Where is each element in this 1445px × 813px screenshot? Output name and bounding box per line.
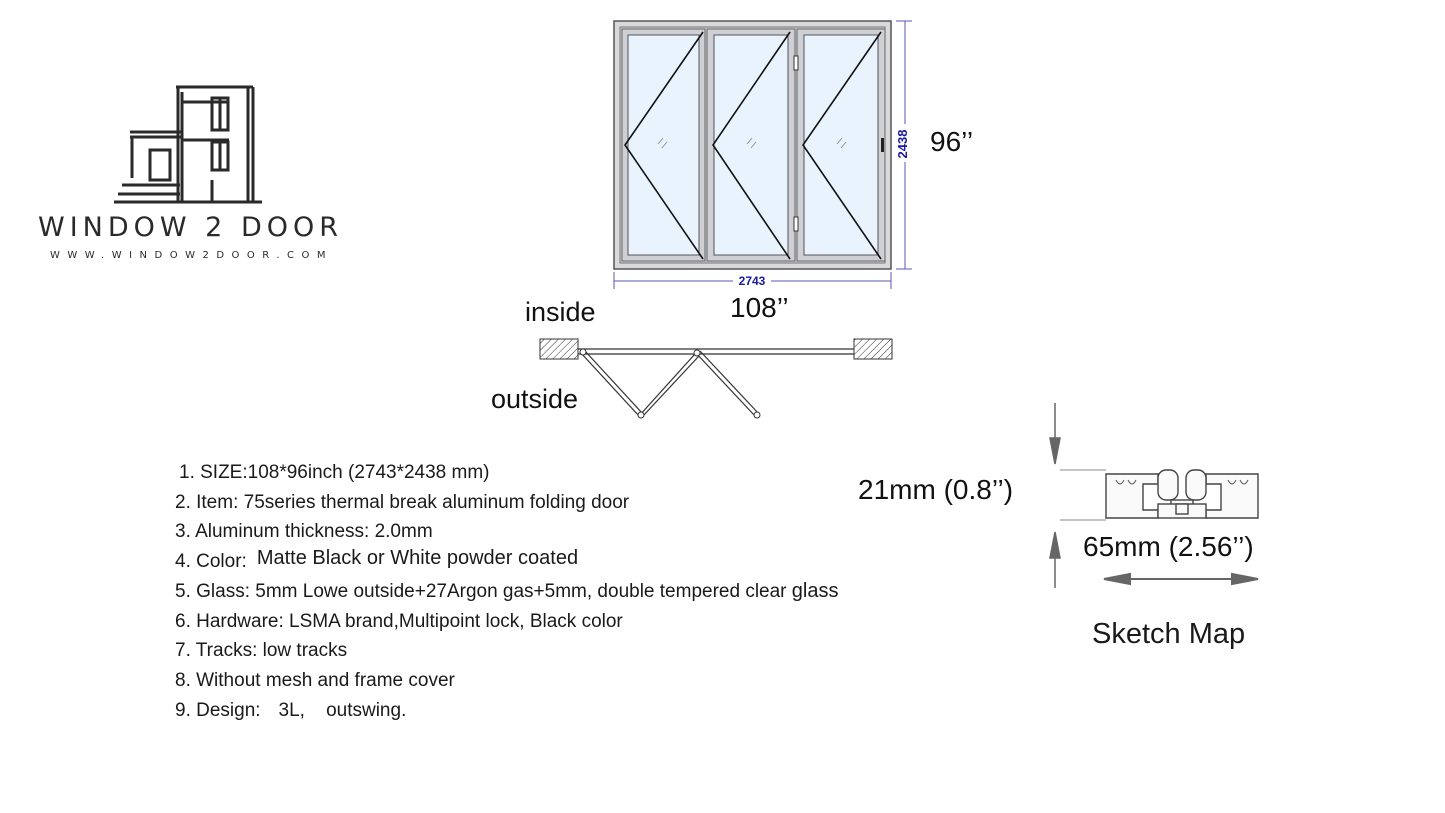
fold-plan-diagram <box>539 338 893 419</box>
spec-glass: 5. Glass: 5mm Lowe outside+27Argon gas+5… <box>175 580 839 602</box>
brand-name: WINDOW 2 DOOR <box>38 212 343 243</box>
brand-logo-icon <box>114 85 262 204</box>
profile-sketch-diagram <box>1049 403 1259 588</box>
inside-label: inside <box>525 297 596 327</box>
spec-size: 1. SIZE:108*96inch (2743*2438 mm) <box>179 462 490 483</box>
spec-design: 9. Design:3L, outswing. <box>175 700 407 721</box>
door-panel-3 <box>796 28 886 262</box>
spec-color: 4. Color:Matte Black or White powder coa… <box>175 547 579 572</box>
height-dim-mm: 2438 <box>895 130 910 159</box>
wall-left <box>539 338 579 360</box>
sketch-map-title: Sketch Map <box>1092 618 1246 650</box>
wall-right <box>853 338 893 360</box>
profile-height-label: 21mm (0.8’’) <box>858 474 1014 505</box>
spec-mesh: 8. Without mesh and frame cover <box>175 670 455 691</box>
spec-tracks: 7. Tracks: low tracks <box>175 640 348 661</box>
door-panel-1 <box>621 28 706 262</box>
spec-hardware: 6. Hardware: LSMA brand,Multipoint lock,… <box>175 611 623 632</box>
brand-url: WWW.WINDOW2DOOR.COM <box>50 250 334 261</box>
width-dim-mm: 2743 <box>739 274 766 288</box>
door-panel-2 <box>706 28 796 262</box>
width-inch-label: 108’’ <box>730 292 789 323</box>
profile-width-label: 65mm (2.56’’) <box>1083 531 1254 562</box>
outside-label: outside <box>491 384 579 414</box>
door-elevation-diagram: 2438 2743 <box>613 20 916 289</box>
spec-aluminum-thickness: 3. Aluminum thickness: 2.0mm <box>175 521 433 542</box>
spec-item: 2. Item: 75series thermal break aluminum… <box>175 492 630 513</box>
height-inch-label: 96’’ <box>930 126 974 157</box>
